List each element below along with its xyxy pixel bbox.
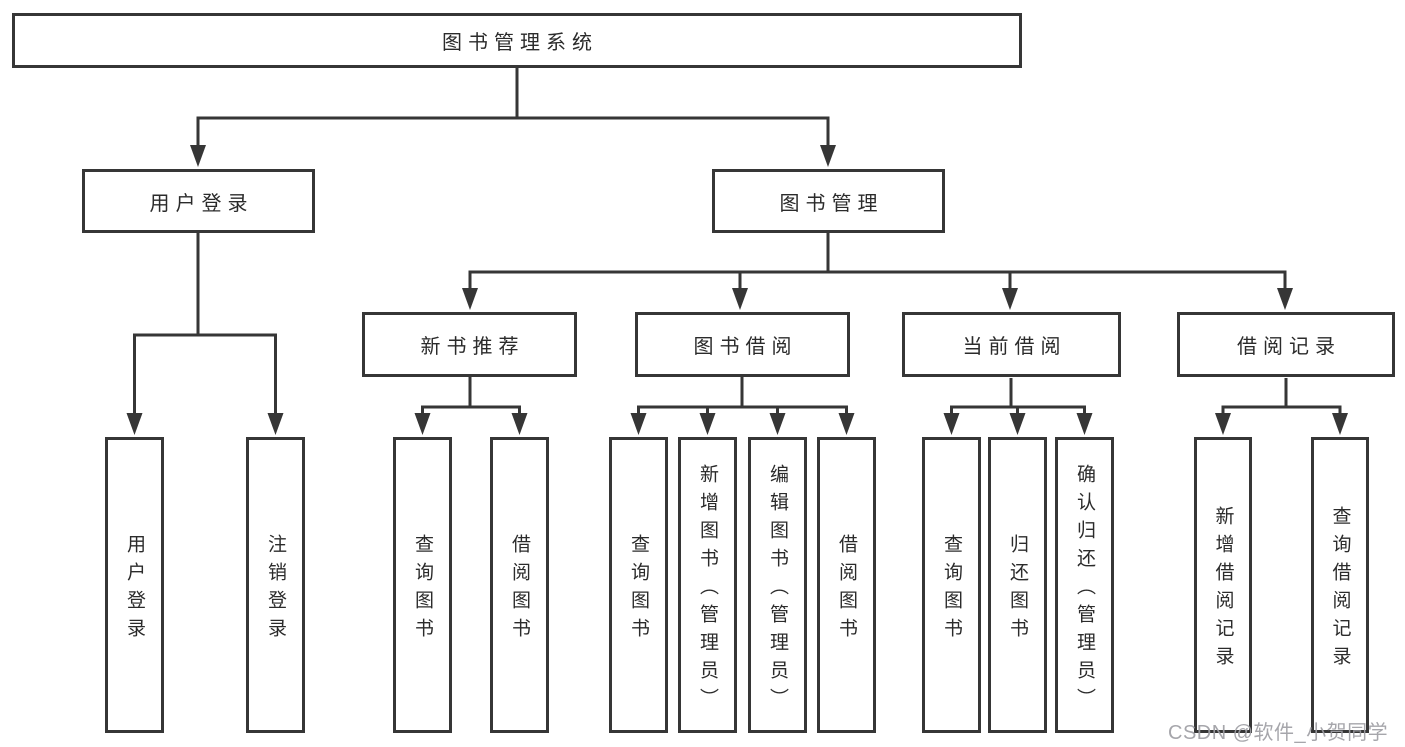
leaf-newrec-borrow-books: 借阅图书 — [490, 437, 549, 733]
node-new-book-recommend: 新书推荐 — [362, 312, 577, 377]
leaf-logout: 注销登录 — [246, 437, 305, 733]
node-book-management: 图书管理 — [712, 169, 945, 233]
node-borrow-records: 借阅记录 — [1177, 312, 1395, 377]
connector-user-login-to-children — [126, 233, 284, 435]
leaf-current-return-books-label: 归还图书 — [1007, 533, 1028, 646]
connector-new-book-to-children — [414, 377, 528, 435]
leaf-newrec-borrow-books-label: 借阅图书 — [509, 533, 530, 646]
node-library-system: 图书管理系统 — [12, 13, 1022, 68]
leaf-user-login: 用户登录 — [105, 437, 164, 733]
node-library-system-label: 图书管理系统 — [442, 32, 598, 54]
leaf-logout-label: 注销登录 — [265, 533, 286, 646]
leaf-current-query-books-label: 查询图书 — [941, 533, 962, 646]
connector-book-borrow-to-children — [630, 377, 855, 435]
connector-root-to-branches — [190, 68, 836, 167]
connector-records-to-children — [1215, 378, 1348, 435]
leaf-current-return-books: 归还图书 — [988, 437, 1047, 733]
leaf-current-confirm-return-admin-label: 确认归还（管理员） — [1074, 463, 1095, 716]
leaf-records-query-record: 查询借阅记录 — [1311, 437, 1369, 733]
leaf-borrow-query-books-label: 查询图书 — [628, 533, 649, 646]
leaf-user-login-label: 用户登录 — [124, 533, 145, 646]
leaf-records-add-record: 新增借阅记录 — [1194, 437, 1252, 733]
leaf-borrow-add-books-admin: 新增图书（管理员） — [678, 437, 737, 733]
leaf-borrow-edit-books-admin: 编辑图书（管理员） — [748, 437, 807, 733]
leaf-current-query-books: 查询图书 — [922, 437, 981, 733]
leaf-newrec-query-books-label: 查询图书 — [412, 533, 433, 646]
connector-current-borrow-to-children — [943, 378, 1093, 435]
leaf-borrow-edit-books-admin-label: 编辑图书（管理员） — [767, 463, 788, 716]
node-book-borrow-label: 图书借阅 — [693, 336, 798, 358]
node-user-login: 用户登录 — [82, 169, 315, 233]
leaf-borrow-borrow-books-label: 借阅图书 — [836, 533, 857, 646]
leaf-current-confirm-return-admin: 确认归还（管理员） — [1055, 437, 1114, 733]
leaf-borrow-add-books-admin-label: 新增图书（管理员） — [697, 463, 718, 716]
node-borrow-records-label: 借阅记录 — [1237, 336, 1341, 358]
leaf-newrec-query-books: 查询图书 — [393, 437, 452, 733]
node-book-borrow: 图书借阅 — [635, 312, 850, 377]
connector-book-management-to-modules — [462, 233, 1293, 310]
node-current-borrow: 当前借阅 — [902, 312, 1121, 377]
leaf-borrow-query-books: 查询图书 — [609, 437, 668, 733]
leaf-records-query-record-label: 查询借阅记录 — [1329, 505, 1351, 674]
node-user-login-label: 用户登录 — [149, 192, 254, 215]
leaf-borrow-borrow-books: 借阅图书 — [817, 437, 876, 733]
node-current-borrow-label: 当前借阅 — [962, 336, 1067, 358]
leaf-records-add-record-label: 新增借阅记录 — [1212, 505, 1234, 674]
node-new-book-recommend-label: 新书推荐 — [420, 336, 525, 358]
node-book-management-label: 图书管理 — [779, 192, 884, 215]
